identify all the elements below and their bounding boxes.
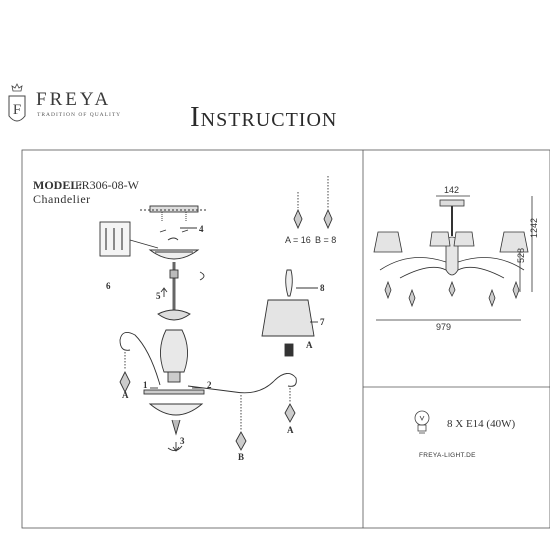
dimension-body-height: 528 [516,248,526,264]
crystal-drop-b [235,395,247,451]
diagram-frame [21,149,550,529]
lamp-spec: 8 X E14 (40W) [447,418,516,430]
label-crystal-b: B [238,452,245,462]
website-label: FREYA-LIGHT.DE [419,452,476,459]
crystal-drop-a-left [119,352,131,394]
dimension-canopy-width: 142 [444,185,460,195]
model-number: FR306-08-W [75,178,139,192]
callout-5: 5 [156,291,161,301]
dimension-total-height: 1242 [529,218,539,239]
label-crystal-a-right: A [287,425,294,435]
freya-logo-icon: F [8,83,26,122]
label-crystal-a-left: A [122,390,129,400]
callout-6: 6 [106,281,111,291]
label-crystal-a-socket: A [306,340,313,350]
callout-7: 7 [320,317,325,327]
callout-8: 8 [320,283,325,293]
crystal-drop-a-right [284,388,296,423]
callout-4: 4 [199,224,204,234]
svg-text:F: F [13,102,21,118]
brand-name: FREYA [36,89,112,110]
page-title: Instruction [190,101,338,133]
crystal-b-count: B = 8 [315,235,337,245]
model-label: MODEL: [33,178,83,192]
crystal-reference-a [293,192,303,230]
callout-1: 1 [143,380,148,390]
light-bulb-icon [414,410,430,434]
callout-3: 3 [180,436,185,446]
brand-tagline: TRADITION OF QUALITY [37,112,122,118]
dimension-drawing [373,195,533,321]
crystal-reference-b [323,176,333,230]
product-type: Chandelier [33,192,91,206]
crystal-a-count: A = 16 [285,235,311,245]
dimension-total-width: 979 [436,322,452,332]
chandelier-exploded-view [99,176,333,452]
callout-2: 2 [207,380,212,390]
